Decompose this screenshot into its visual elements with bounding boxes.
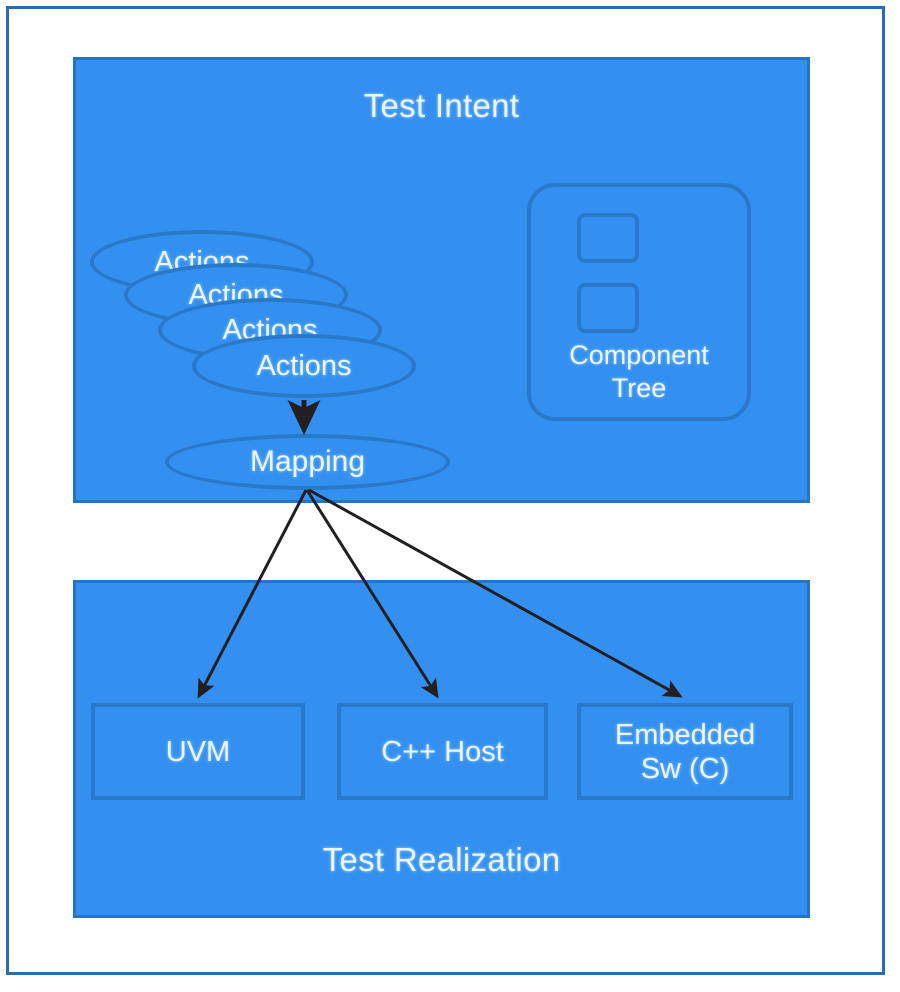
component-tree-label-line1: Component bbox=[569, 340, 709, 370]
test-intent-title: Test Intent bbox=[363, 87, 520, 124]
action-ellipse-front[interactable]: Actions bbox=[192, 334, 416, 398]
target-box-uvm-label: UVM bbox=[165, 735, 231, 768]
target-box-cpp-host[interactable]: C++ Host bbox=[337, 703, 548, 800]
component-tree-label: Component Tree bbox=[531, 339, 747, 405]
target-box-embedded-sw[interactable]: Embedded Sw (C) bbox=[577, 703, 793, 800]
component-tree-label-line2: Tree bbox=[611, 373, 667, 403]
target-box-cpp-host-label: C++ Host bbox=[381, 735, 504, 768]
component-tree-node-icon bbox=[577, 283, 639, 333]
target-box-embedded-sw-label-line2: Sw (C) bbox=[640, 752, 730, 785]
test-realization-title: Test Realization bbox=[322, 841, 561, 878]
action-ellipse-label: Actions bbox=[256, 349, 352, 382]
target-box-embedded-sw-label-line1: Embedded bbox=[614, 718, 756, 751]
target-box-uvm[interactable]: UVM bbox=[91, 703, 305, 800]
mapping-label: Mapping bbox=[249, 445, 366, 478]
mapping-ellipse[interactable]: Mapping bbox=[165, 434, 450, 490]
component-tree-box[interactable]: Component Tree bbox=[527, 183, 751, 421]
component-tree-node-icon bbox=[577, 213, 639, 263]
